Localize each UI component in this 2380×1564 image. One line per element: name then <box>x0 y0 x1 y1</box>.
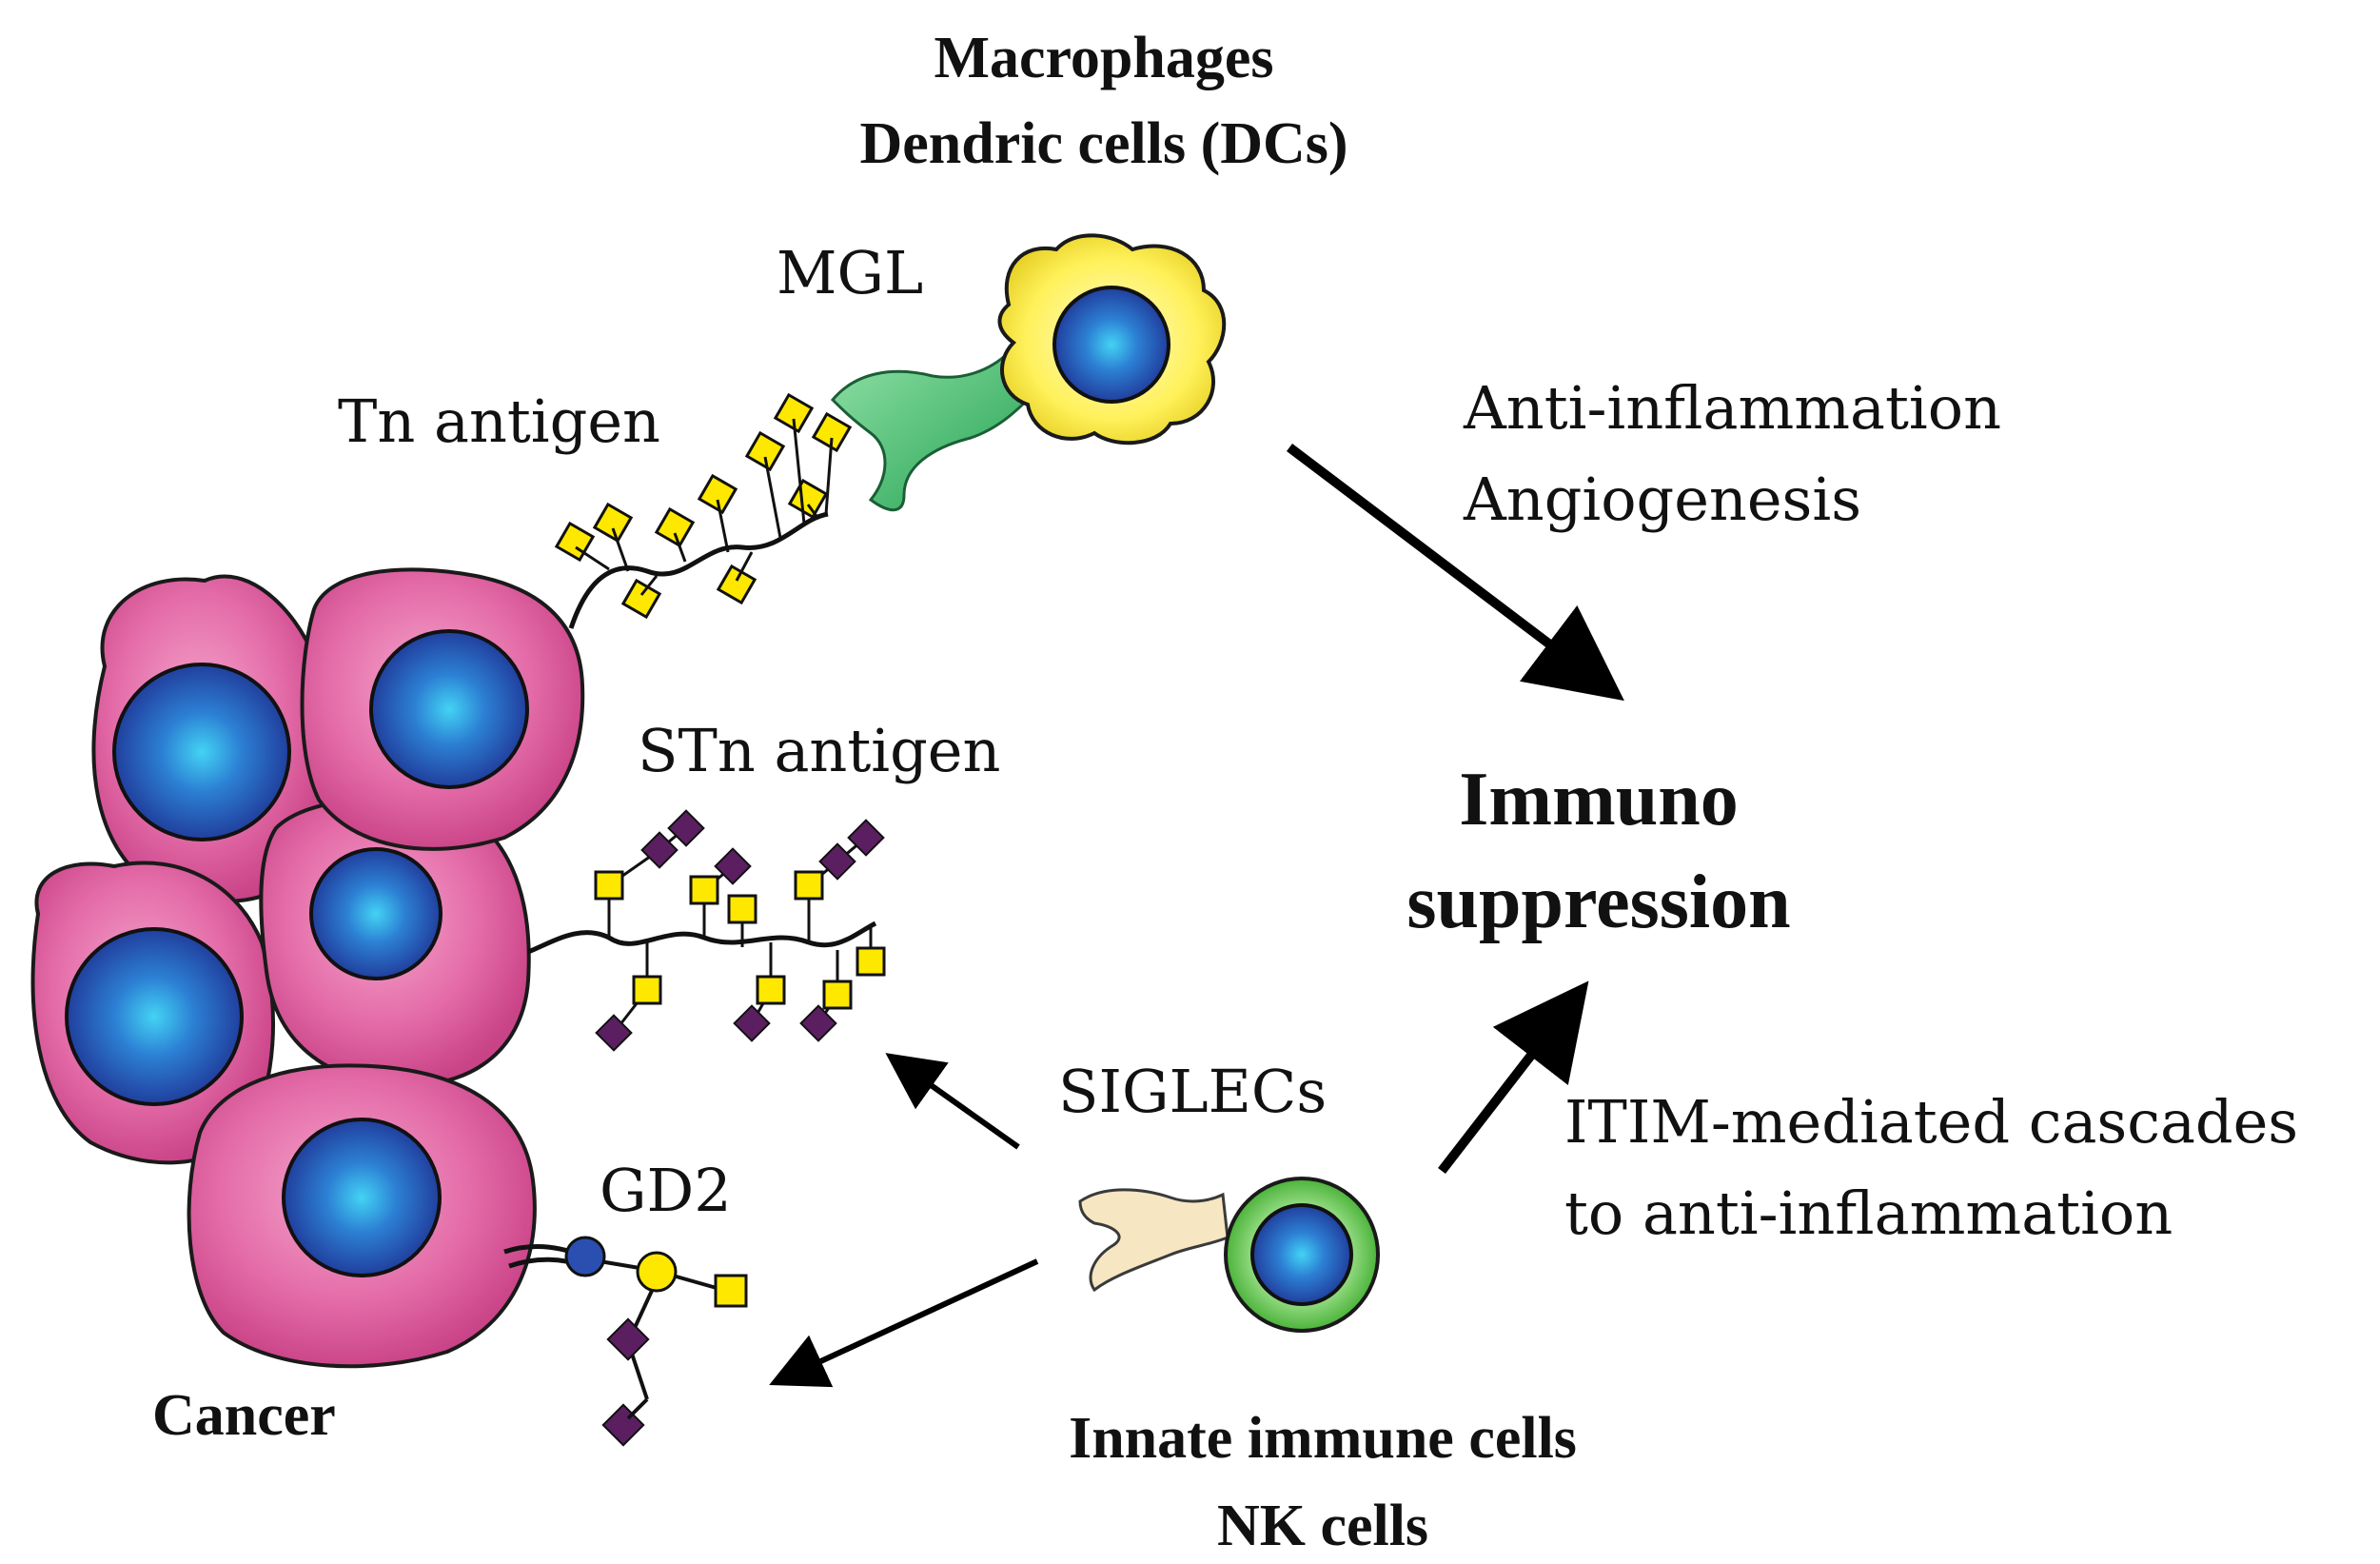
label-itim-line2: to anti-inflammation <box>1564 1178 2173 1248</box>
label-itim-line1: ITIM-mediated cascades <box>1564 1087 2299 1157</box>
stn-square <box>727 894 757 924</box>
siglec-receptor <box>1078 1188 1229 1293</box>
label-mgl: MGL <box>777 238 924 307</box>
nucleus <box>282 1118 442 1277</box>
stn-sialic <box>595 809 885 1052</box>
arrow-to-stn <box>885 1053 1020 1150</box>
stn-galnac <box>594 870 886 1010</box>
label-anti-inflammation: Anti-inflammation <box>1464 373 2002 443</box>
label-innate-immune-cells: Innate immune cells <box>1069 1406 1577 1471</box>
gd2-diamond <box>606 1317 650 1361</box>
stn-square <box>756 975 786 1005</box>
tn-square <box>620 578 662 620</box>
arrow-to-immunosuppression-bottom <box>1438 980 1589 1175</box>
stn-diamond <box>640 831 679 869</box>
stn-diamond <box>847 819 885 857</box>
label-cancer: Cancer <box>152 1383 336 1448</box>
tn-square <box>697 473 738 515</box>
stn-square <box>632 975 662 1005</box>
cancer-cell-cluster <box>30 567 585 1369</box>
gd2-yellow-square <box>714 1274 748 1308</box>
nucleus <box>309 847 443 980</box>
stn-diamond <box>667 809 705 847</box>
nk-cell <box>1224 1177 1380 1333</box>
arrow-to-gd2 <box>769 1258 1039 1388</box>
tn-square <box>654 506 696 548</box>
gd2-blue-circle <box>564 1236 606 1277</box>
label-nk-cells: NK cells <box>1216 1494 1429 1558</box>
label-stn-antigen: STn antigen <box>638 716 1001 785</box>
label-suppression: suppression <box>1406 861 1791 944</box>
tn-square <box>773 392 815 434</box>
stn-square <box>594 870 624 901</box>
tn-links <box>575 418 834 596</box>
stn-antigen-glycan <box>527 809 886 1052</box>
stn-square <box>856 946 886 977</box>
macrophage-cell <box>997 233 1227 445</box>
tn-square <box>811 411 853 453</box>
nucleus <box>65 927 244 1106</box>
label-gd2: GD2 <box>600 1156 732 1225</box>
stn-square <box>822 980 853 1010</box>
tn-square <box>592 502 634 544</box>
stn-square <box>689 875 719 905</box>
tn-square <box>716 564 757 605</box>
nucleus <box>112 663 291 841</box>
label-macrophages: Macrophages <box>934 26 1274 90</box>
label-immuno: Immuno <box>1459 758 1739 841</box>
gd2-glycan <box>503 1236 748 1447</box>
nucleus <box>1052 286 1170 404</box>
arrow-to-immunosuppression-top <box>1286 444 1624 702</box>
nucleus <box>1250 1203 1353 1306</box>
label-siglecs: SIGLECs <box>1058 1057 1328 1126</box>
stn-backbone <box>527 921 877 955</box>
tn-square <box>787 478 829 520</box>
tn-square <box>744 430 786 472</box>
stn-diamond <box>818 842 856 881</box>
gd2-yellow-circle <box>636 1251 678 1293</box>
tn-antigen-glycan <box>554 392 853 629</box>
label-angiogenesis: Angiogenesis <box>1464 465 1862 534</box>
label-dendric-cells: Dendric cells (DCs) <box>859 111 1348 176</box>
nucleus <box>369 629 529 789</box>
arrows <box>769 444 1624 1388</box>
stn-diamond <box>714 847 752 885</box>
stn-diamond <box>595 1014 633 1052</box>
mgl-receptor <box>830 349 1039 512</box>
tn-backbone <box>568 511 829 629</box>
tn-square <box>554 521 596 563</box>
stn-square <box>794 870 824 901</box>
label-tn-antigen: Tn antigen <box>338 386 660 456</box>
stn-diamond <box>733 1004 771 1042</box>
stn-diamond <box>799 1004 837 1042</box>
